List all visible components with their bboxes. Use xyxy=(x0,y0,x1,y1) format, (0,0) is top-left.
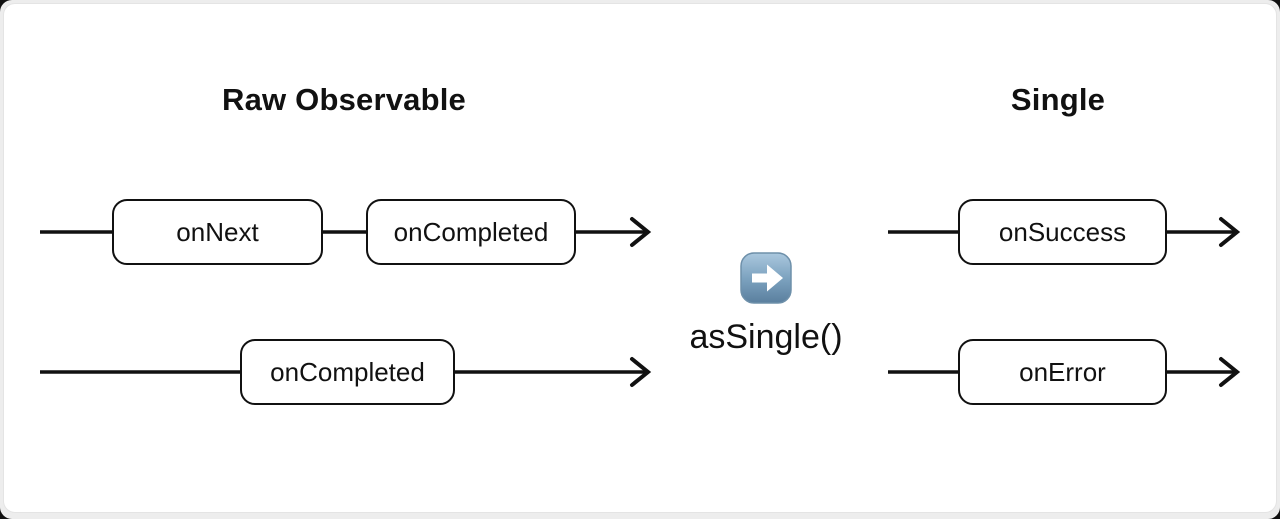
event-box-onnext: onNext xyxy=(112,199,323,265)
event-box-onerror: onError xyxy=(958,339,1167,405)
single-title: Single xyxy=(1010,82,1106,117)
event-box-oncompleted-row2: onCompleted xyxy=(240,339,455,405)
event-box-onsuccess: onSuccess xyxy=(958,199,1167,265)
event-box-oncompleted-row1: onCompleted xyxy=(366,199,576,265)
raw-observable-title: Raw Observable xyxy=(221,82,467,117)
arrow-right-emoji-icon xyxy=(740,252,792,304)
operator-label: asSingle() xyxy=(689,318,843,356)
